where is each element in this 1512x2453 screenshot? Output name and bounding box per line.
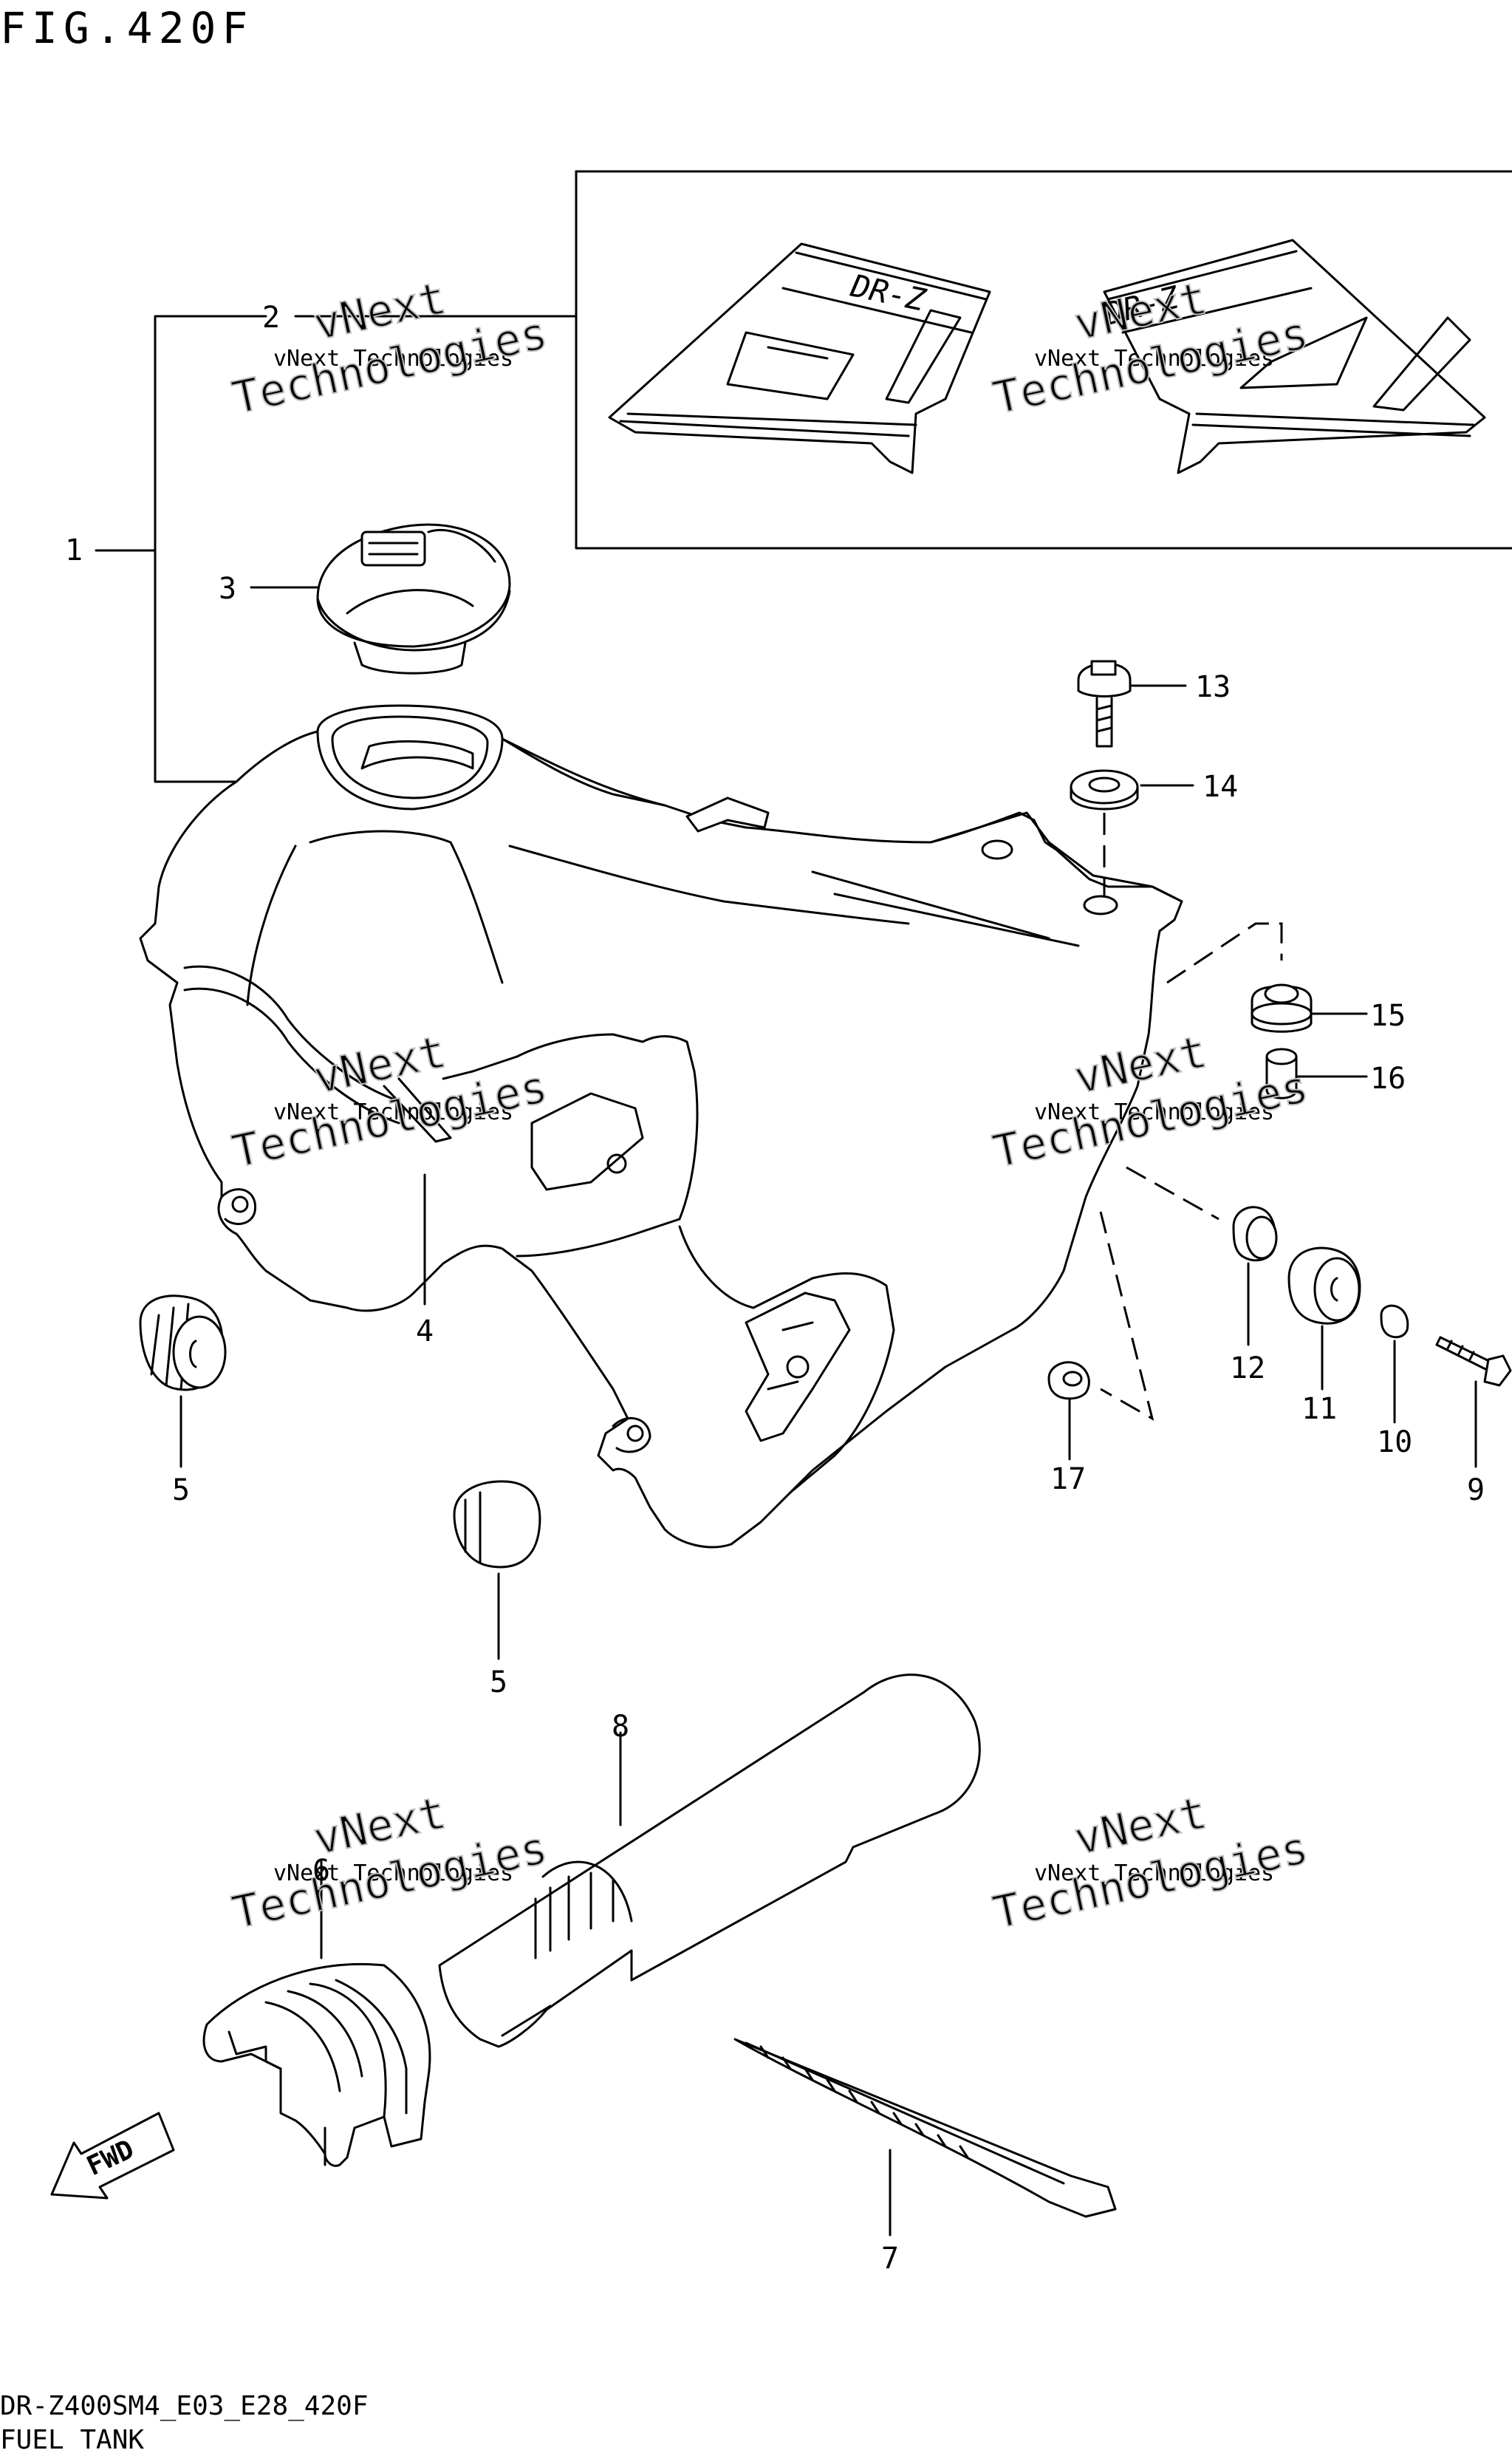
assembly-bracket [95,315,578,783]
figure-name: FUEL TANK [0,2425,144,2453]
callout-16: 16 [1370,1062,1406,1096]
callout-15: 15 [1370,999,1406,1033]
callout-1: 1 [65,533,83,567]
decal-left-text: DR-Z [847,267,930,319]
dash-17 [1099,1211,1154,1422]
grommet-6 [202,1962,431,2167]
callout-17: 17 [1050,1462,1086,1496]
callout-12: 12 [1230,1351,1265,1385]
bolt-13 [1077,660,1132,748]
dash-12 [1126,1166,1219,1221]
callout-10: 10 [1377,1425,1412,1459]
callout-6: 6 [312,1854,330,1888]
hose [383,1077,452,1143]
callout-9: 9 [1467,1473,1485,1507]
svg-text:vNext Technologies: vNext Technologies [273,1099,513,1125]
washer-14 [1070,769,1139,811]
nut-17 [1047,1361,1090,1400]
fwd-arrow: FWD [50,2112,175,2200]
figure-code: DR-Z400SM4_E03_E28_420F [0,2391,369,2421]
cushion-12 [1232,1206,1278,1262]
cushion-a [139,1294,227,1391]
collar-16 [1265,1048,1298,1099]
bolt-9 [1435,1336,1512,1387]
fuel-cap [316,523,511,675]
svg-text:vNext Technologies: vNext Technologies [273,346,513,372]
callout-8: 8 [612,1710,629,1744]
cable-tie-7 [733,2038,1117,2218]
callout-7: 7 [881,2242,899,2276]
figure-title: FIG.420F [0,3,253,53]
svg-text:vNext Technologies: vNext Technologies [1034,1860,1274,1886]
callout-3: 3 [219,572,236,606]
cushion-b [453,1480,541,1569]
watermark-5: vNext Technologies vNext Technologies [228,1787,553,1940]
svg-text:vNext Technologies: vNext Technologies [1034,1099,1274,1125]
callout-5a: 5 [172,1473,190,1507]
watermark-2: vNext Technologies vNext Technologies [988,272,1314,426]
callouts: 1 2 3 4 5 5 6 7 8 9 10 11 12 13 14 15 16… [65,301,1485,2276]
callout-14: 14 [1203,770,1238,804]
collar-10 [1380,1304,1409,1339]
callout-5b: 5 [490,1665,507,1699]
watermark-6: vNext Technologies vNext Technologies [988,1787,1314,1940]
cushion-11 [1287,1246,1361,1325]
callout-13: 13 [1195,670,1231,704]
callout-11: 11 [1301,1392,1337,1426]
svg-text:vNext Technologies: vNext Technologies [1034,346,1274,372]
fuel-tank [139,704,1183,1549]
cover-8 [438,1674,981,2048]
callout-2: 2 [262,301,280,335]
watermark-1: vNext Technologies vNext Technologies [228,272,553,426]
svg-text:vNext Technologies: vNext Technologies [273,1860,513,1886]
decal-left: DR-Z [608,242,991,474]
dash-15 [1166,922,1283,984]
callout-4: 4 [416,1314,434,1348]
cushion-15 [1251,983,1313,1033]
